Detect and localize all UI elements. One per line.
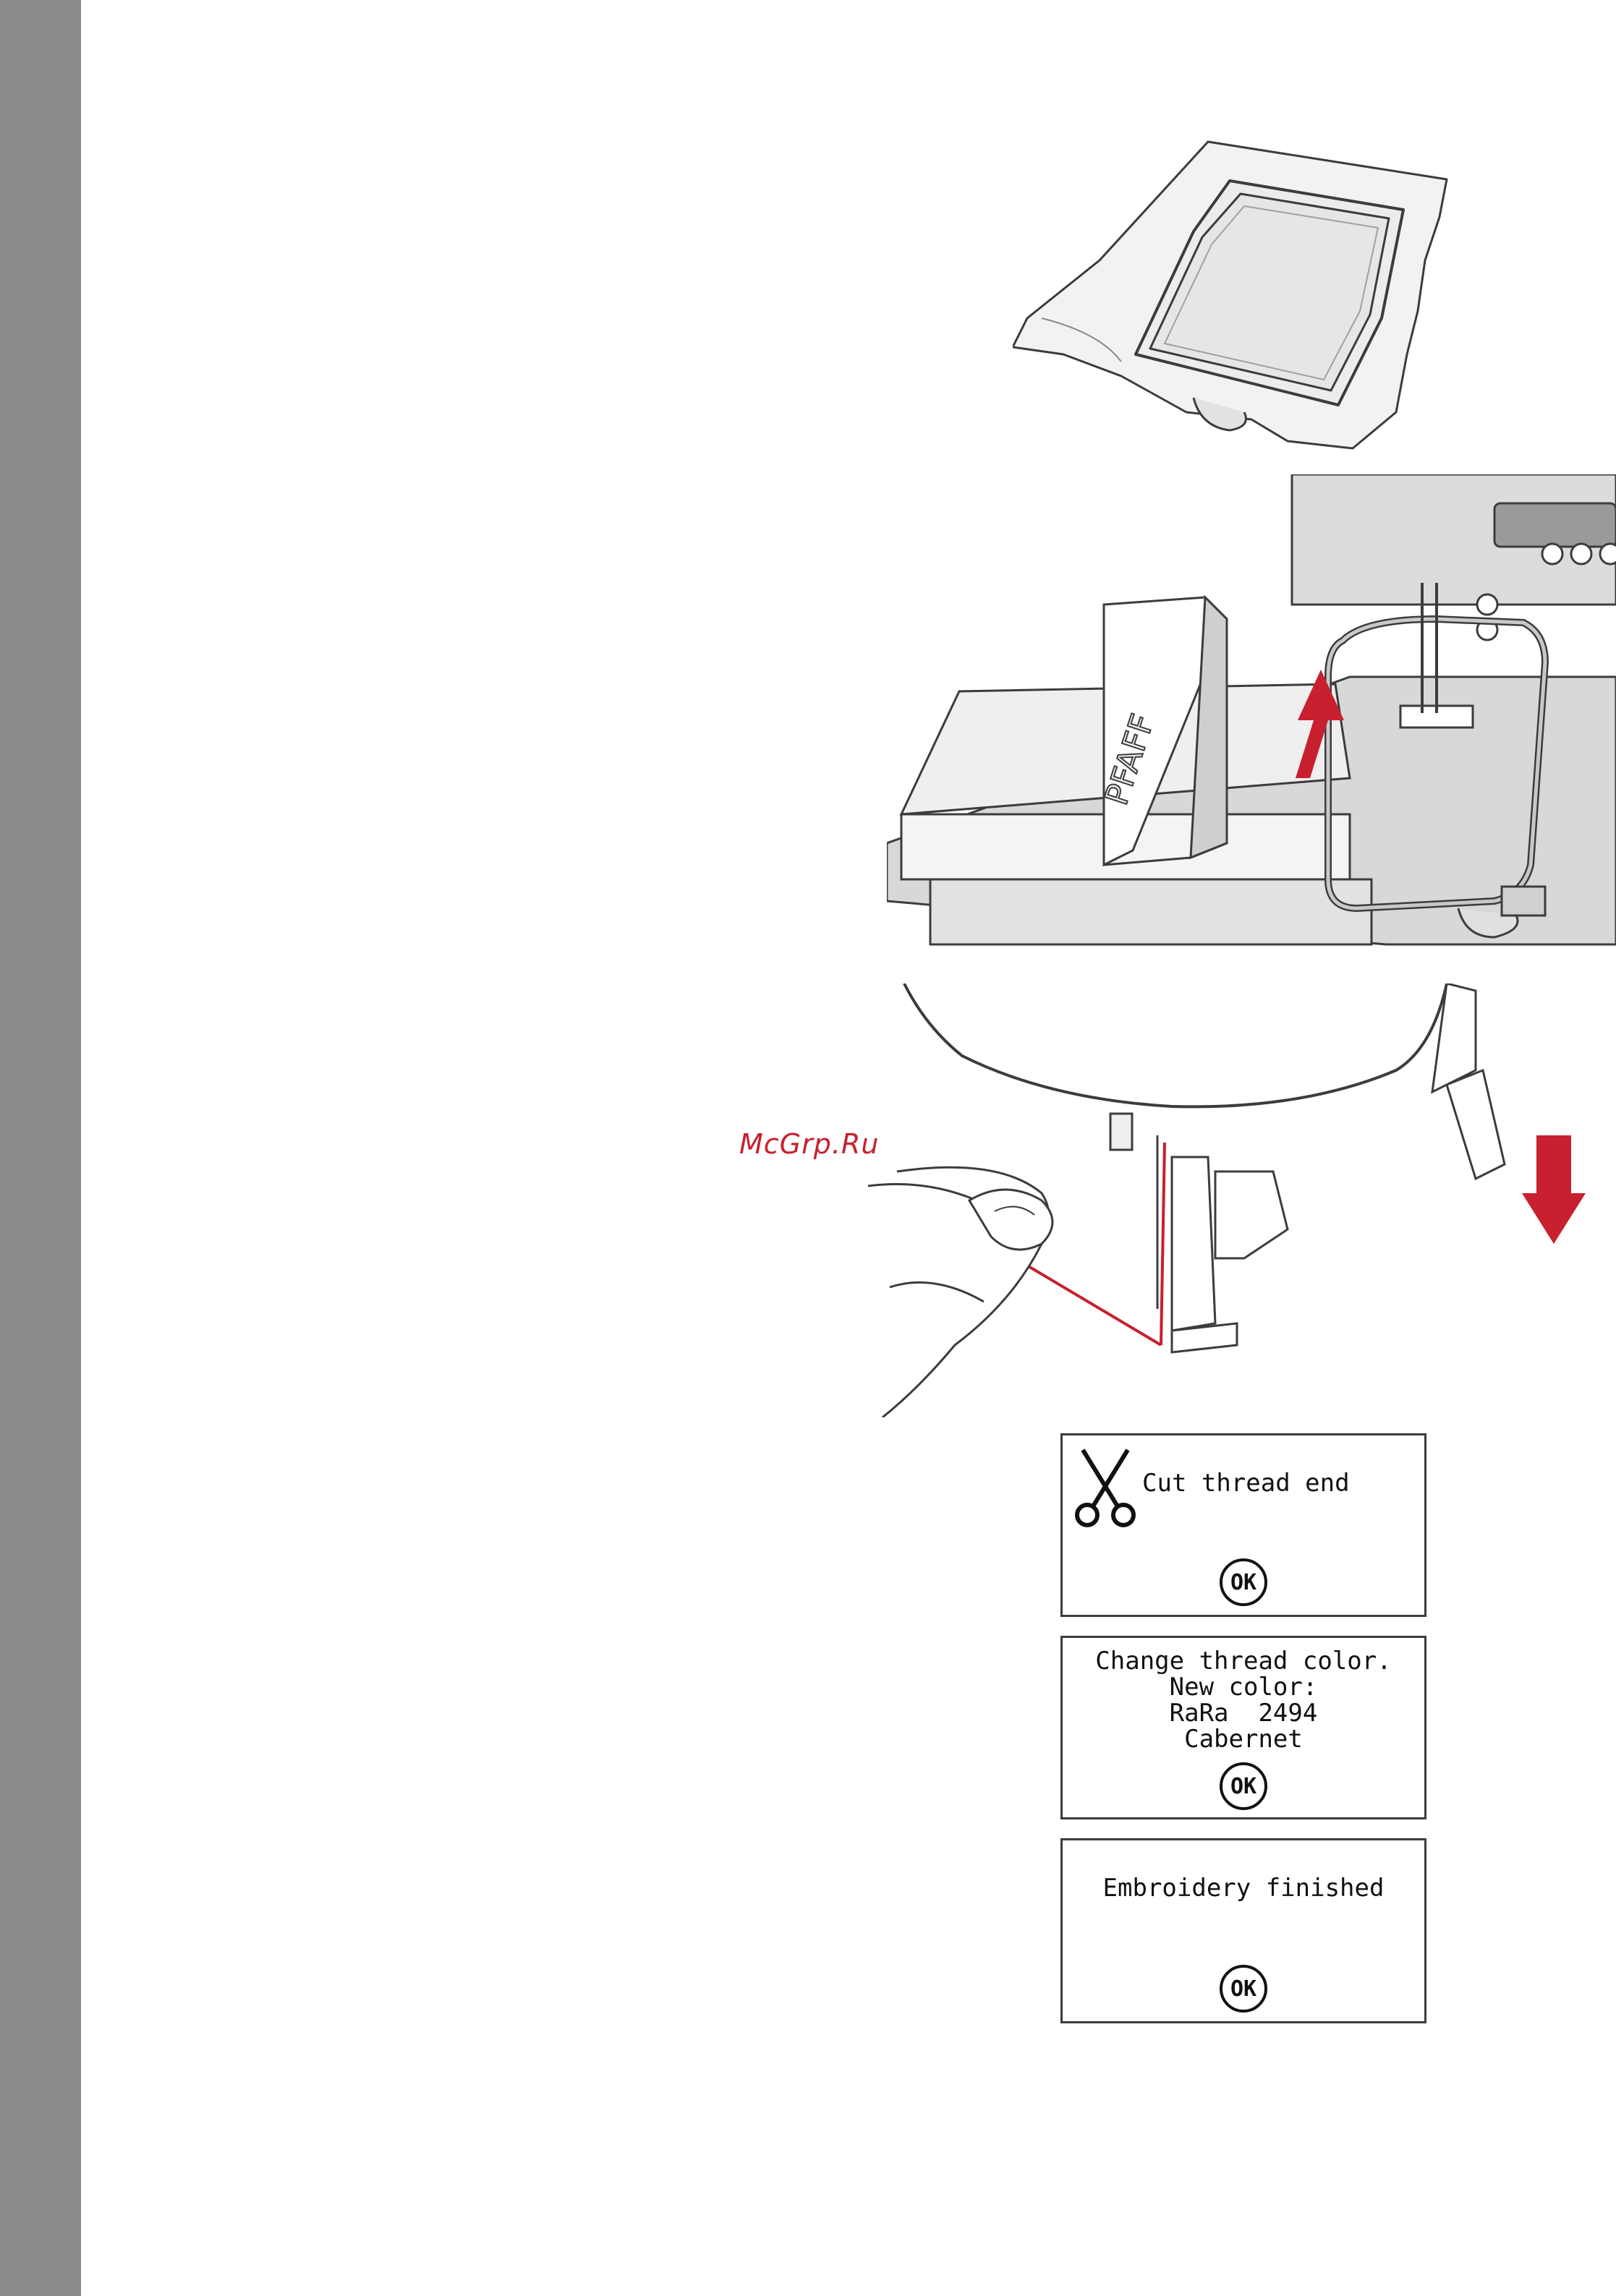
screen-embroidery-finished: Embroidery finished OK	[1060, 1838, 1426, 2023]
screen-line-2: New color:	[1063, 1674, 1424, 1700]
ok-button[interactable]: OK	[1220, 1762, 1267, 1810]
ok-button[interactable]: OK	[1220, 1558, 1267, 1606]
screen-line-1: Change thread color.	[1063, 1648, 1424, 1674]
screen-cut-thread: Cut thread end OK	[1060, 1433, 1426, 1617]
hooped-fabric-illustration	[1013, 137, 1461, 456]
screen-line-4: Cabernet	[1063, 1726, 1424, 1752]
screen-change-thread-color: Change thread color. New color: RaRa 249…	[1060, 1636, 1426, 1819]
page-side-bar	[0, 0, 81, 2296]
ok-button[interactable]: OK	[1220, 1965, 1267, 2013]
thread-pull-illustration	[868, 983, 1616, 1417]
embroidery-machine-illustration: PFAFF	[887, 474, 1616, 952]
arrow-down-icon	[1522, 1135, 1586, 1244]
screen-message: Cut thread end	[1106, 1470, 1446, 1496]
screen-message: Embroidery finished	[1063, 1875, 1424, 1901]
watermark: McGrp.Ru	[739, 1128, 891, 1163]
screen-line-3: RaRa 2494	[1063, 1700, 1424, 1726]
